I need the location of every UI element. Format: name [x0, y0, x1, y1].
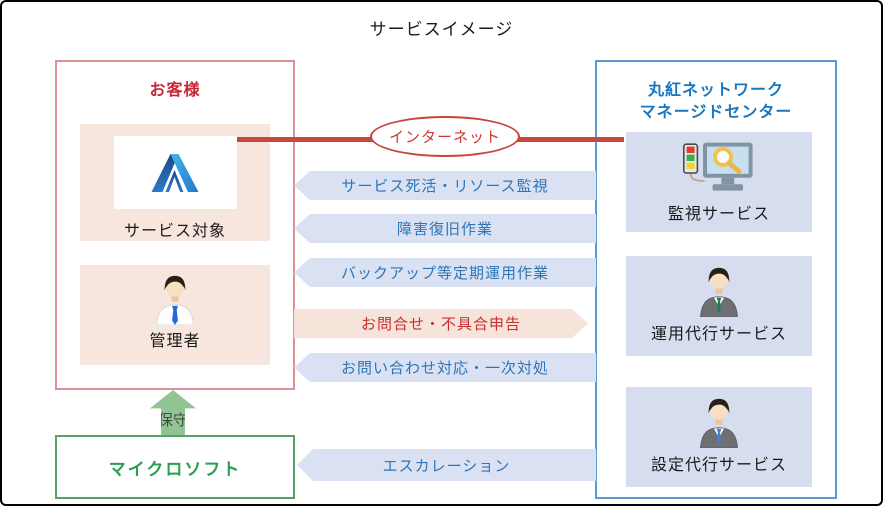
monitoring-service-label: 監視サービス — [667, 206, 770, 223]
flow-label: お問合せ・不具合申告 — [360, 316, 521, 333]
maintenance-arrow: 保守 — [150, 390, 196, 436]
administrator-card: 管理者 — [80, 265, 270, 365]
provider-title-line1: 丸紅ネットワーク — [647, 82, 784, 99]
administrator-person-icon — [156, 275, 194, 325]
flow-arrow-monitoring: サービス死活・リソース監視 — [294, 171, 596, 200]
monitoring-service-card: 監視サービス — [626, 132, 812, 232]
provider-box: 丸紅ネットワーク マネージドセンター 監視サービス — [595, 60, 837, 499]
flow-label: バックアップ等定期運用作業 — [340, 265, 549, 282]
flow-arrow-escalation: エスカレーション — [297, 449, 596, 481]
internet-label: インターネット — [388, 129, 501, 146]
service-target-label: サービス対象 — [123, 223, 226, 240]
flow-arrow-response: お問い合わせ対応・一次対処 — [294, 353, 596, 382]
azure-logo-icon — [151, 153, 199, 192]
customer-box: お客様 サービス — [55, 60, 295, 390]
administrator-label: 管理者 — [149, 333, 201, 350]
provider-title-line2: マネージドセンター — [639, 104, 793, 121]
flow-arrow-inquiry: お問合せ・不具合申告 — [294, 309, 588, 338]
operator-person-green-tie-icon — [700, 267, 738, 317]
configuration-service-card: 設定代行サービス — [626, 387, 812, 487]
internet-ellipse: インターネット — [370, 116, 520, 157]
operator-person-blue-tie-icon — [700, 398, 738, 448]
flow-label: サービス死活・リソース監視 — [341, 178, 549, 195]
monitoring-monitor-icon — [683, 142, 753, 191]
diagram-title: サービスイメージ — [369, 20, 514, 39]
maintenance-arrow-label: 保守 — [157, 412, 188, 429]
service-target-card: サービス対象 — [80, 124, 270, 241]
flow-label: エスカレーション — [382, 457, 511, 475]
microsoft-box: マイクロソフト — [55, 435, 295, 499]
operation-service-label: 運用代行サービス — [650, 326, 787, 343]
microsoft-label: マイクロソフト — [108, 459, 242, 479]
provider-box-title: 丸紅ネットワーク マネージドセンター — [597, 80, 835, 124]
operation-service-card: 運用代行サービス — [626, 256, 812, 356]
flow-label: お問い合わせ対応・一次対処 — [340, 360, 549, 377]
azure-tile — [113, 136, 237, 209]
flow-arrow-recovery: 障害復旧作業 — [294, 214, 596, 243]
customer-box-title: お客様 — [149, 82, 201, 99]
flow-arrow-backup: バックアップ等定期運用作業 — [294, 258, 596, 287]
flow-label: 障害復旧作業 — [396, 221, 493, 238]
configuration-service-label: 設定代行サービス — [650, 457, 787, 474]
